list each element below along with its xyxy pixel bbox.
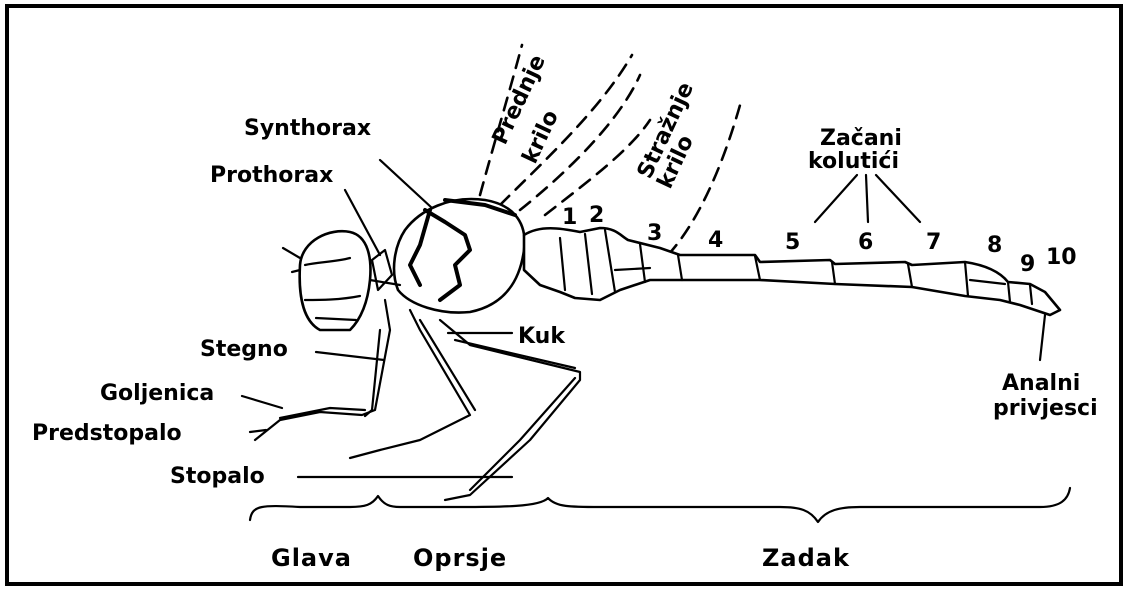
thorax-shape [370,199,525,313]
label-analni-line1: Analni [1002,371,1080,396]
segment-number-7: 7 [926,230,941,255]
label-zacani-line1: Začani [820,126,902,151]
segment-number-2: 2 [589,203,604,228]
segment-number-8: 8 [987,233,1002,258]
section-label-zadak: Zadak [762,544,850,572]
segment-number-9: 9 [1020,252,1035,277]
section-braces [250,488,1070,522]
label-synthorax: Synthorax [244,116,371,141]
leader-lines [242,160,1045,477]
label-stopalo: Stopalo [170,464,265,489]
label-analni-line2: privjesci [993,396,1098,421]
section-label-glava: Glava [271,544,352,572]
label-zacani-line2: kolutići [808,149,899,174]
label-predstopalo: Predstopalo [32,421,182,446]
segment-number-1: 1 [562,205,577,230]
segment-number-4: 4 [708,228,723,253]
segment-number-3: 3 [647,221,662,246]
section-label-oprsje: Oprsje [413,544,507,572]
label-goljenica: Goljenica [100,381,214,406]
segment-number-5: 5 [785,230,800,255]
segment-number-10: 10 [1046,245,1077,270]
label-prothorax: Prothorax [210,163,333,188]
label-kuk: Kuk [518,324,566,349]
label-stegno: Stegno [200,337,288,362]
head-shape [283,231,370,330]
segment-number-6: 6 [858,230,873,255]
